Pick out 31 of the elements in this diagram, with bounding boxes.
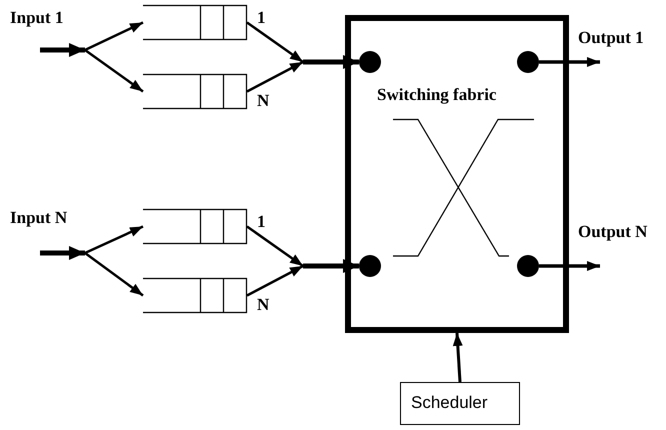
switching-fabric-box bbox=[345, 15, 569, 333]
scheduler-box bbox=[400, 382, 520, 425]
arrow bbox=[246, 21, 304, 64]
arrow bbox=[84, 48, 144, 93]
arrow bbox=[84, 21, 144, 52]
arrow bbox=[303, 259, 359, 273]
arrow bbox=[84, 252, 144, 296]
arrow bbox=[539, 57, 600, 67]
port-dot bbox=[359, 51, 381, 73]
queue-number: 1 bbox=[257, 8, 266, 28]
arrow bbox=[40, 43, 85, 57]
port-dot bbox=[517, 255, 539, 277]
arrow bbox=[303, 55, 359, 69]
port-dot bbox=[517, 51, 539, 73]
queue-number: N bbox=[257, 91, 270, 111]
arrow bbox=[246, 264, 304, 297]
arrow bbox=[246, 225, 304, 268]
arrow bbox=[539, 261, 600, 271]
port-dot bbox=[359, 255, 381, 277]
arrow bbox=[40, 246, 85, 260]
arrow bbox=[84, 225, 144, 254]
fabric-title: Switching fabric bbox=[377, 85, 496, 105]
port-label: Output 1 bbox=[578, 28, 644, 48]
port-label: Input 1 bbox=[10, 8, 64, 28]
port-label: Input N bbox=[10, 208, 68, 228]
arrow bbox=[246, 60, 304, 93]
arrow bbox=[452, 332, 463, 382]
queue-number: N bbox=[257, 295, 270, 315]
port-label: Output N bbox=[578, 222, 648, 242]
scheduler-label: Scheduler bbox=[411, 393, 488, 413]
queue-number: 1 bbox=[257, 212, 266, 232]
